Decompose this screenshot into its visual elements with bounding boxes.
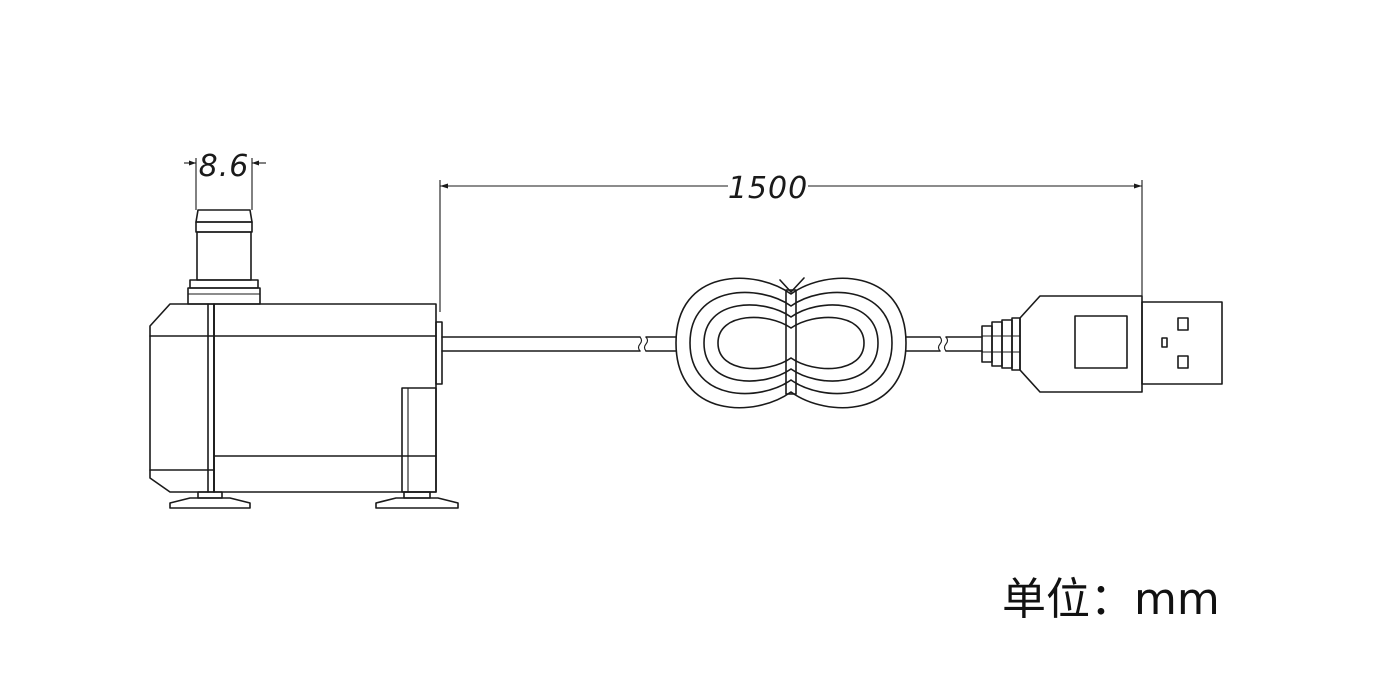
cable-length-label: 1500 xyxy=(728,171,808,206)
outlet-diameter-dimension: 8.6 xyxy=(184,149,266,210)
outlet-nozzle xyxy=(187,209,261,305)
power-cable xyxy=(441,336,983,352)
pump-body xyxy=(149,303,443,493)
outlet-diameter-label: 8.6 xyxy=(199,149,250,184)
suction-feet xyxy=(169,491,459,509)
cable-length-dimension: 1500 xyxy=(439,171,1143,312)
unit-label: 单位：mm xyxy=(1002,574,1220,625)
cable-coil xyxy=(675,277,907,409)
usb-plug xyxy=(981,295,1223,393)
